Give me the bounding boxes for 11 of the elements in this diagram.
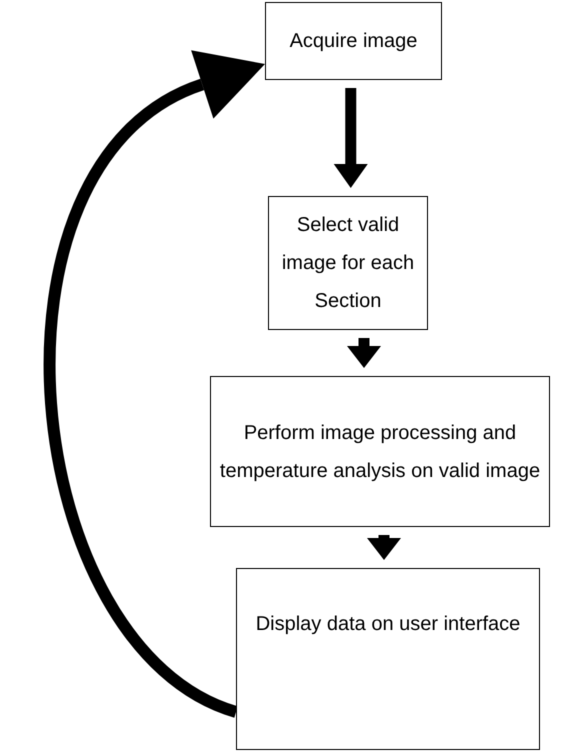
process-box: [265, 2, 442, 80]
process-box: [268, 196, 428, 330]
arrow: [347, 338, 381, 368]
box-label: Display data on user interface: [256, 612, 520, 637]
process-box: [236, 568, 540, 750]
arrow: [367, 535, 401, 560]
arrow: [334, 88, 368, 188]
box-label: Perform image processing and temperature analysis on valid image: [219, 420, 541, 484]
process-box: [210, 376, 550, 527]
box-label: Select valid image for each Section: [280, 213, 416, 314]
box-label: Acquire image: [290, 29, 418, 54]
